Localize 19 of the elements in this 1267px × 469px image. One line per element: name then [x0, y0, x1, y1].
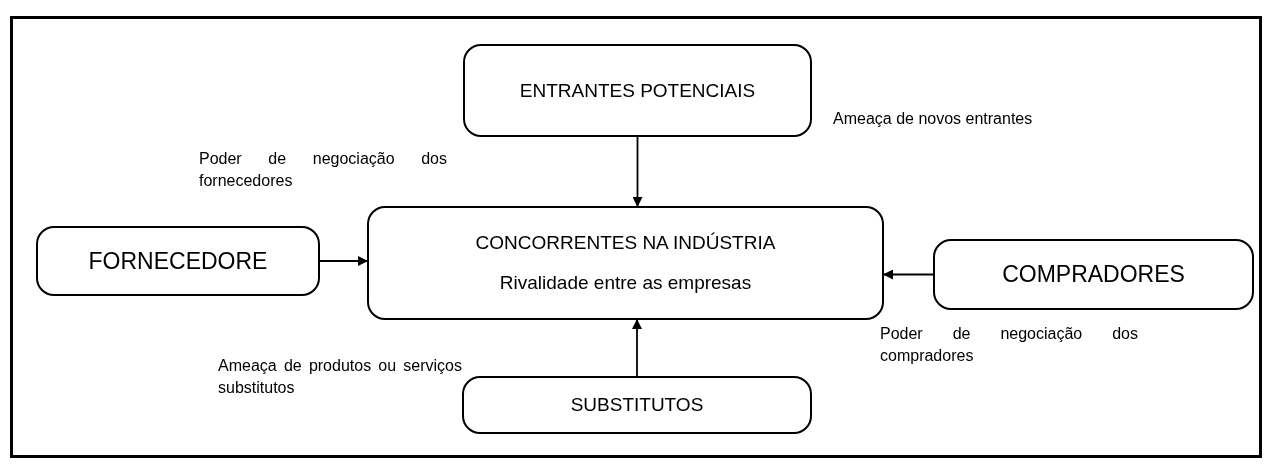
- annotation-text: Ameaça de novos entrantes: [833, 109, 1034, 129]
- process-box: [462, 376, 812, 434]
- box-text: Rivalidade entre as empresas: [499, 271, 752, 295]
- box-text: SUBSTITUTOS: [570, 392, 704, 417]
- process-box: [463, 44, 812, 137]
- annotation-text: Poder de negociação dos fornecedores: [199, 149, 447, 191]
- process-box: [933, 239, 1254, 310]
- annotation-text: Ameaça de produtos ou serviços substitutos: [218, 356, 462, 398]
- box-text: COMPRADORES: [1002, 260, 1185, 290]
- annotation-text: Poder de negociação dos compradores: [880, 324, 1138, 366]
- arrow: [632, 319, 642, 377]
- box-text: ENTRANTES POTENCIAIS: [519, 79, 756, 102]
- arrow: [319, 256, 368, 266]
- box-text: FORNECEDORE: [88, 246, 268, 276]
- process-box: [36, 226, 320, 296]
- arrow: [883, 269, 934, 280]
- process-box: [367, 206, 884, 320]
- box-text: CONCORRENTES NA INDÚSTRIA: [475, 230, 776, 255]
- arrow: [632, 136, 643, 207]
